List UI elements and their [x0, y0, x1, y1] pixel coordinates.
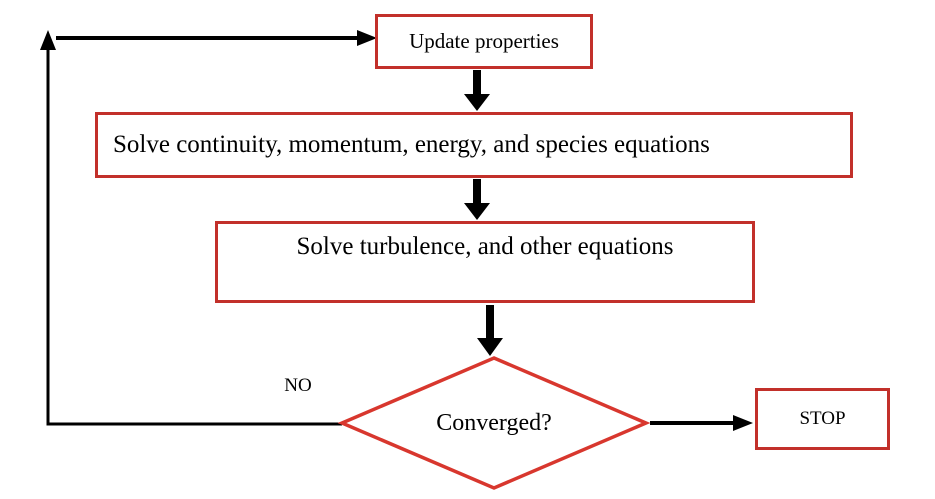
node-stop: STOP: [755, 388, 890, 450]
node-update-properties-label: Update properties: [409, 29, 559, 54]
arrow-solve-main-to-turbulence-head-icon: [464, 203, 490, 220]
node-converged-decision: Converged?: [342, 358, 646, 488]
node-stop-label: STOP: [799, 408, 846, 430]
edge-label-no: NO: [284, 375, 312, 396]
node-solve-main-equations-label: Solve continuity, momentum, energy, and …: [113, 130, 710, 158]
arrow-converged-to-stop-head-icon: [733, 415, 753, 431]
diamond-converged-shape: [337, 356, 651, 490]
arrow-update-to-solve-main-head-icon: [464, 94, 490, 111]
node-solve-main-equations: Solve continuity, momentum, energy, and …: [95, 112, 853, 178]
arrow-loop-no: [46, 48, 342, 426]
arrow-loop-no-head-icon: [40, 30, 56, 50]
arrow-turbulence-to-converged-head-icon: [477, 338, 503, 356]
arrow-loop-to-update-head-icon: [357, 30, 377, 46]
node-update-properties: Update properties: [375, 14, 593, 69]
node-converged-decision-label: Converged?: [436, 409, 552, 436]
node-solve-turbulence: Solve turbulence, and other equations: [215, 221, 755, 303]
node-solve-turbulence-label: Solve turbulence, and other equations: [296, 233, 674, 260]
